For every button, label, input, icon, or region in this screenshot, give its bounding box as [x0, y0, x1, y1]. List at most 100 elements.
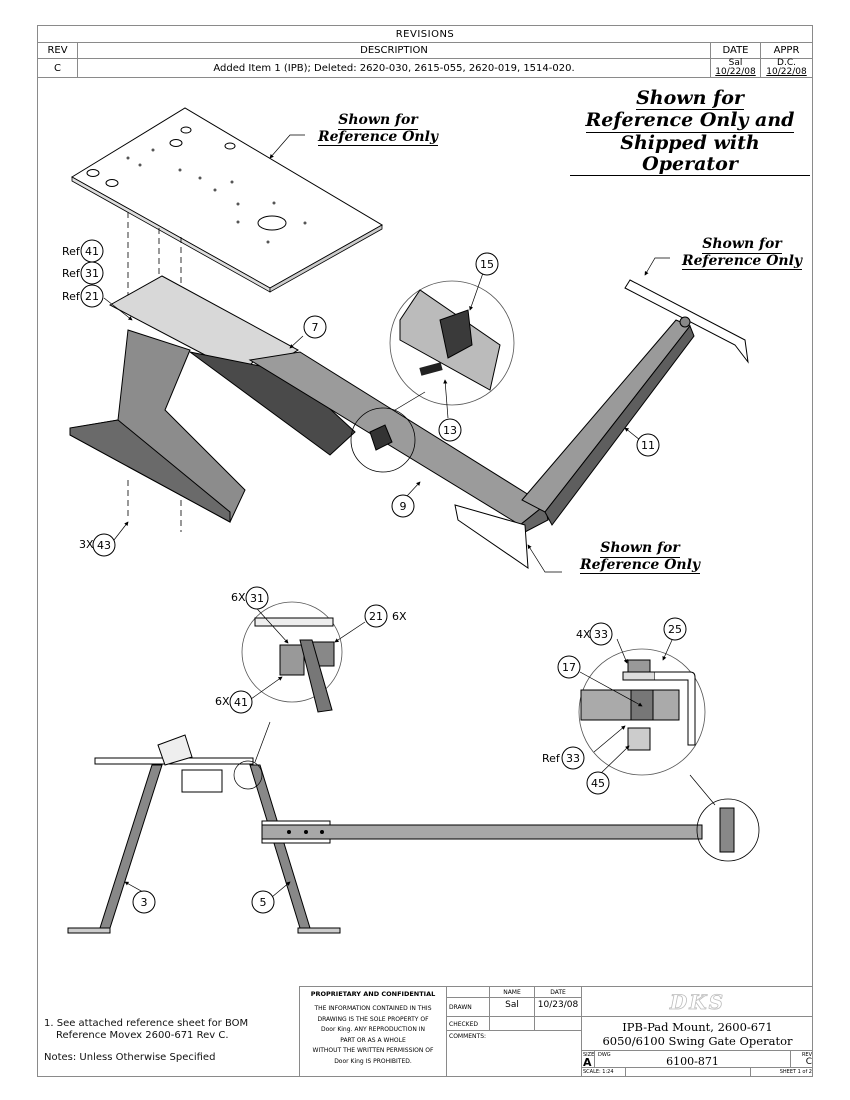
- detail-view-fasteners: [241, 601, 343, 713]
- balloon-number: 31: [250, 592, 264, 605]
- drawing-title-line-1: IPB-Pad Mount, 2600-671: [622, 1020, 773, 1034]
- note-1-continued: Reference Movex 2600-671 Rev C.: [56, 1030, 229, 1041]
- name-header: NAME: [490, 987, 535, 998]
- balloon-number: 45: [591, 777, 605, 790]
- balloon-prefix: Ref: [62, 245, 81, 258]
- revision-row: C Added Item 1 (IPB); Deleted: 2620-030,…: [37, 58, 813, 78]
- main-reference-note: Shown for Reference Only and Shipped wit…: [570, 87, 810, 177]
- detail-view-clamp: [350, 280, 515, 473]
- dwg-number: 6100-871: [666, 1055, 719, 1068]
- balloon-number: 21: [369, 610, 383, 623]
- balloon-number: 3: [141, 896, 148, 909]
- balloon-9: 9: [391, 494, 415, 518]
- drawing-title: IPB-Pad Mount, 2600-671 6050/6100 Swing …: [582, 1017, 813, 1051]
- balloon-6x-41: 6X 41: [215, 690, 253, 714]
- proprietary-notice: PROPRIETARY AND CONFIDENTIAL THE INFORMA…: [300, 987, 447, 1077]
- proprietary-line: PART OR AS A WHOLE: [340, 1036, 406, 1044]
- mount-bracket: [69, 275, 356, 523]
- arm-end-reference-note: Shown for Reference Only: [570, 540, 710, 575]
- dwg-number-cell: DWG 6100-871: [595, 1051, 791, 1068]
- scale: SCALE: 1:24: [582, 1068, 626, 1077]
- proprietary-line: WITHOUT THE WRITTEN PERMISSION OF: [312, 1047, 434, 1054]
- pad-ref-line-2: Reference Only: [317, 128, 439, 147]
- sheet-number: SHEET 1 of 2: [779, 1069, 812, 1075]
- balloon-number: 25: [668, 623, 682, 636]
- pad-plate: [71, 107, 383, 293]
- drawn-label: DRAWN: [447, 998, 490, 1017]
- balloon-25: 25: [663, 617, 687, 641]
- notes-unless-specified: Notes: Unless Otherwise Specified: [44, 1052, 216, 1063]
- detail-view-pivot: [578, 648, 716, 806]
- proprietary-line: DRAWING IS THE SOLE PROPERTY OF: [317, 1015, 429, 1023]
- balloon-6x-31: 6X 31: [231, 586, 269, 610]
- balloon-45: 45: [586, 771, 610, 795]
- drawn-name: Sal: [490, 998, 535, 1017]
- revision-date: Sal 10/22/08: [710, 58, 761, 78]
- dks-logo: DKS: [582, 987, 813, 1017]
- balloon-number: 41: [234, 696, 248, 709]
- balloon-21-6x: 21 6X: [364, 604, 407, 628]
- size-label: SIZE: [583, 1052, 595, 1058]
- drawn-date: 10/23/08: [535, 998, 582, 1017]
- revision-approval: D.C. 10/22/08: [760, 58, 813, 78]
- balloon-number: 41: [85, 245, 99, 258]
- proprietary-line: THE INFORMATION CONTAINED IN THIS: [314, 1005, 432, 1012]
- checked-date: [535, 1017, 582, 1031]
- balloon-prefix: 6X: [231, 591, 246, 604]
- note-1: 1. See attached reference sheet for BOM: [44, 1018, 249, 1029]
- balloon-5: 5: [251, 890, 275, 914]
- balloon-4x-33: 4X 33: [576, 622, 613, 646]
- balloon-number: 5: [260, 896, 267, 909]
- revision-date-name: Sal: [728, 58, 743, 68]
- balloon-number: 33: [566, 752, 580, 765]
- balloon-11: 11: [636, 433, 660, 457]
- balloon-prefix: Ref: [542, 752, 561, 765]
- balloon-prefix: 6X: [215, 695, 230, 708]
- leader-lines: [103, 134, 673, 898]
- bracket-reference-note: Shown for Reference Only: [672, 236, 812, 271]
- balloon-ref-41: Ref 41: [62, 239, 104, 263]
- balloon-number: 9: [400, 500, 407, 513]
- rev-label: REV: [801, 1052, 812, 1058]
- proprietary-line: Door King. ANY REPRODUCTION IN: [320, 1026, 425, 1033]
- title-block: PROPRIETARY AND CONFIDENTIAL THE INFORMA…: [299, 986, 813, 1077]
- revision-date-value: 10/22/08: [715, 67, 756, 77]
- balloon-prefix: Ref: [62, 267, 81, 280]
- balloon-prefix: 3X: [79, 538, 94, 551]
- balloon-3x-43: 3X 43: [79, 533, 116, 557]
- balloon-ref-33: Ref 33: [542, 746, 585, 770]
- revision-appr-date: 10/22/08: [766, 67, 807, 77]
- main-ref-line-3: Shipped with Operator: [570, 132, 810, 177]
- revision-letter: C: [37, 58, 78, 78]
- revisions-table: REVISIONS REV DESCRIPTION DATE APPR C Ad…: [37, 25, 813, 78]
- arm-tube-9: [248, 351, 549, 569]
- balloon-prefix: Ref: [62, 290, 81, 303]
- rev-cell: REV C: [791, 1051, 813, 1068]
- balloon-3: 3: [132, 890, 156, 914]
- balloon-number: 31: [85, 267, 99, 280]
- pad-reference-note: Shown for Reference Only: [308, 112, 448, 147]
- balloon-number: 17: [562, 661, 576, 674]
- comments-label: COMMENTS:: [447, 1031, 582, 1077]
- balloon-number: 43: [97, 539, 111, 552]
- balloon-number: 7: [312, 321, 319, 334]
- balloon-number: 15: [480, 258, 494, 271]
- drawing-title-line-2: 6050/6100 Swing Gate Operator: [602, 1034, 793, 1048]
- balloon-prefix: 4X: [576, 628, 591, 641]
- size-value: A: [583, 1056, 592, 1069]
- checked-label: CHECKED: [447, 1017, 490, 1031]
- rev-value: C: [805, 1057, 812, 1067]
- bracket-ref-line-2: Reference Only: [681, 252, 803, 271]
- front-elevation-view: [67, 721, 760, 934]
- balloon-number: 13: [443, 424, 457, 437]
- size-cell: SIZE A: [582, 1051, 595, 1068]
- proprietary-heading: PROPRIETARY AND CONFIDENTIAL: [310, 990, 436, 998]
- balloon-number: 21: [85, 290, 99, 303]
- general-notes: 1. See attached reference sheet for BOM …: [44, 1018, 248, 1064]
- balloon-17: 17: [557, 655, 581, 679]
- balloon-number: 33: [594, 628, 608, 641]
- balloon-15: 15: [475, 252, 499, 276]
- balloon-ref-21: Ref 21: [62, 284, 104, 308]
- balloon-number: 11: [641, 439, 655, 452]
